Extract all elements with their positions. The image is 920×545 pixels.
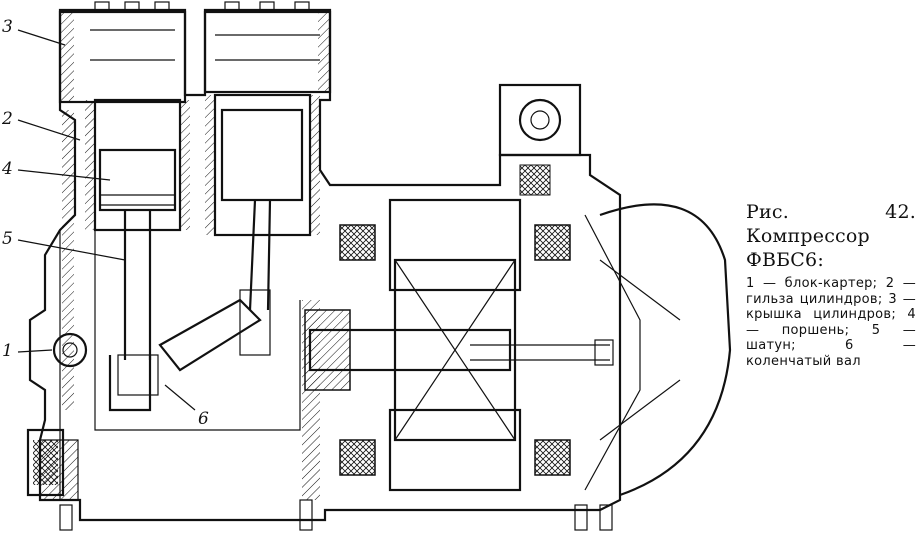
service-valve [498, 83, 582, 196]
side-bearing [26, 332, 88, 497]
piston-left [98, 148, 177, 212]
callout-3: 3 [2, 17, 13, 37]
callout-1: 1 [2, 341, 13, 361]
cylinder-liner-right [205, 93, 320, 237]
top-bolts [94, 1, 310, 13]
cylinder-liner-left [85, 98, 190, 232]
callout-5: 5 [2, 229, 13, 249]
connecting-rods [117, 199, 272, 396]
caption-title: Рис. 42. Компрессор ФВБС6: [746, 201, 916, 271]
cylinder-cover [58, 10, 332, 104]
electric-motor [339, 198, 614, 492]
crankshaft [108, 289, 512, 412]
caption-body: 1 — блок-картер; 2 — гильза цилиндров; 3… [746, 276, 916, 369]
base-bolts [59, 499, 613, 531]
callout-4: 4 [1, 159, 13, 179]
fan-cover [584, 203, 732, 497]
figure-caption: Рис. 42. Компрессор ФВБС6: 1 — блок-карт… [746, 200, 916, 369]
callout-6: 6 [198, 409, 209, 429]
callout-2: 2 [1, 109, 13, 129]
leader-lines [17, 29, 196, 411]
piston-right [220, 108, 304, 202]
